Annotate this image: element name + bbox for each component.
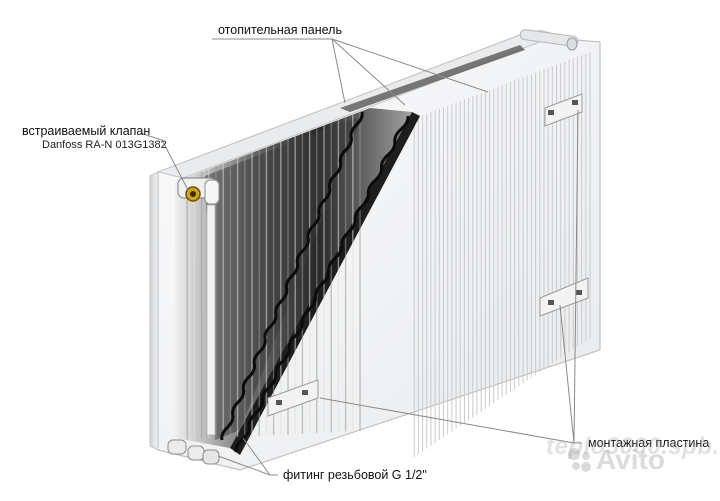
mounting-plate-lower — [267, 379, 319, 417]
fitting-label: фитинг резьбовой G 1/2" — [283, 468, 427, 482]
heating-panel-label: отопительная панель — [218, 23, 342, 37]
mounting-plate-label: монтажная пластина — [588, 436, 710, 450]
bottom-fittings — [167, 439, 220, 465]
site-watermark: teplo3000.spb.ru — [546, 433, 720, 460]
mounting-plate-upper — [544, 93, 583, 127]
valve-model-label: Danfoss RA-N 013G1382 — [42, 139, 167, 151]
leader-lines — [139, 38, 582, 476]
valve-label: встраиваемый клапан — [22, 124, 151, 138]
weld-seam — [220, 111, 410, 453]
avito-watermark: Avito — [596, 444, 665, 475]
convector-fins — [413, 52, 591, 458]
top-manifold — [519, 29, 579, 51]
avito-logo-icon — [568, 448, 591, 472]
valve-icon — [177, 177, 220, 436]
